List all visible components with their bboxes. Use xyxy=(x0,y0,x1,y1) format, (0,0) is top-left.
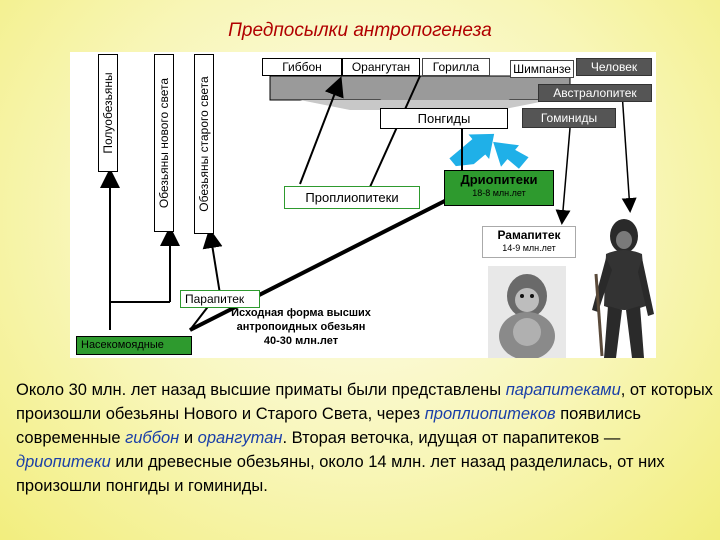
diagram-lines xyxy=(100,75,637,332)
line-to-old-world xyxy=(202,228,223,295)
ramapithecus-name: Рамапитек xyxy=(497,228,561,242)
dryopithecus-name: Дриопитеки xyxy=(460,172,538,187)
species-chimpanzee: Шимпанзе xyxy=(510,60,574,78)
australopithecus-box: Австралопитек xyxy=(538,84,652,102)
hominid-figure xyxy=(584,214,656,358)
label-old-world-monkeys: Обезьяны старого света xyxy=(194,54,214,234)
parapithecus-name: Парапитек xyxy=(185,292,245,306)
term-dryopithecus: дриопитеки xyxy=(16,453,111,471)
line-to-ramapithecus xyxy=(555,127,571,225)
description-paragraph: Около 30 млн. лет назад высшие приматы б… xyxy=(16,381,713,495)
term-orangutan: орангутан xyxy=(197,429,283,447)
term-gibbon: гиббон xyxy=(125,429,180,447)
insectivores-box: Насекомоядные xyxy=(76,336,192,355)
label-prosimians: Полуобезьяны xyxy=(98,54,118,172)
species-gibbon: Гиббон xyxy=(262,58,342,76)
propliopithecus-name: Проплиопитеки xyxy=(305,190,399,205)
evolution-diagram: Полуобезьяны Обезьяны нового света Обезь… xyxy=(70,52,656,358)
propliopithecus-box: Проплиопитеки xyxy=(284,186,420,209)
species-gorilla: Горилла xyxy=(422,58,490,76)
ramapithecus-box: Рамапитек 14-9 млн.лет xyxy=(482,226,576,258)
species-human: Человек xyxy=(576,58,652,76)
term-parapithecus: парапитеками xyxy=(505,381,621,399)
ape-photo xyxy=(488,266,566,358)
parapithecus-box: Парапитек xyxy=(180,290,260,308)
line-to-gibbon xyxy=(299,76,344,185)
blue-arrow-left xyxy=(449,133,495,167)
line-to-orangutan xyxy=(369,75,421,188)
blue-arrow-right xyxy=(493,141,529,169)
species-orangutan: Орангутан xyxy=(342,58,420,76)
term-propliopithecus: проплиопитеков xyxy=(424,405,556,423)
label-new-world-monkeys: Обезьяны нового света xyxy=(154,54,174,232)
pongids-box: Понгиды xyxy=(380,108,508,129)
dryopithecus-age: 18-8 млн.лет xyxy=(472,188,526,198)
dryopithecus-box: Дриопитеки 18-8 млн.лет xyxy=(444,170,554,206)
hominids-box: Гоминиды xyxy=(522,108,616,128)
line-to-human xyxy=(621,91,637,213)
slide-title: Предпосылки антропогенеза xyxy=(228,20,492,41)
ramapithecus-age: 14-9 млн.лет xyxy=(502,243,556,253)
ancestral-form-label: Исходная форма высших антропоидных обезь… xyxy=(231,307,371,347)
